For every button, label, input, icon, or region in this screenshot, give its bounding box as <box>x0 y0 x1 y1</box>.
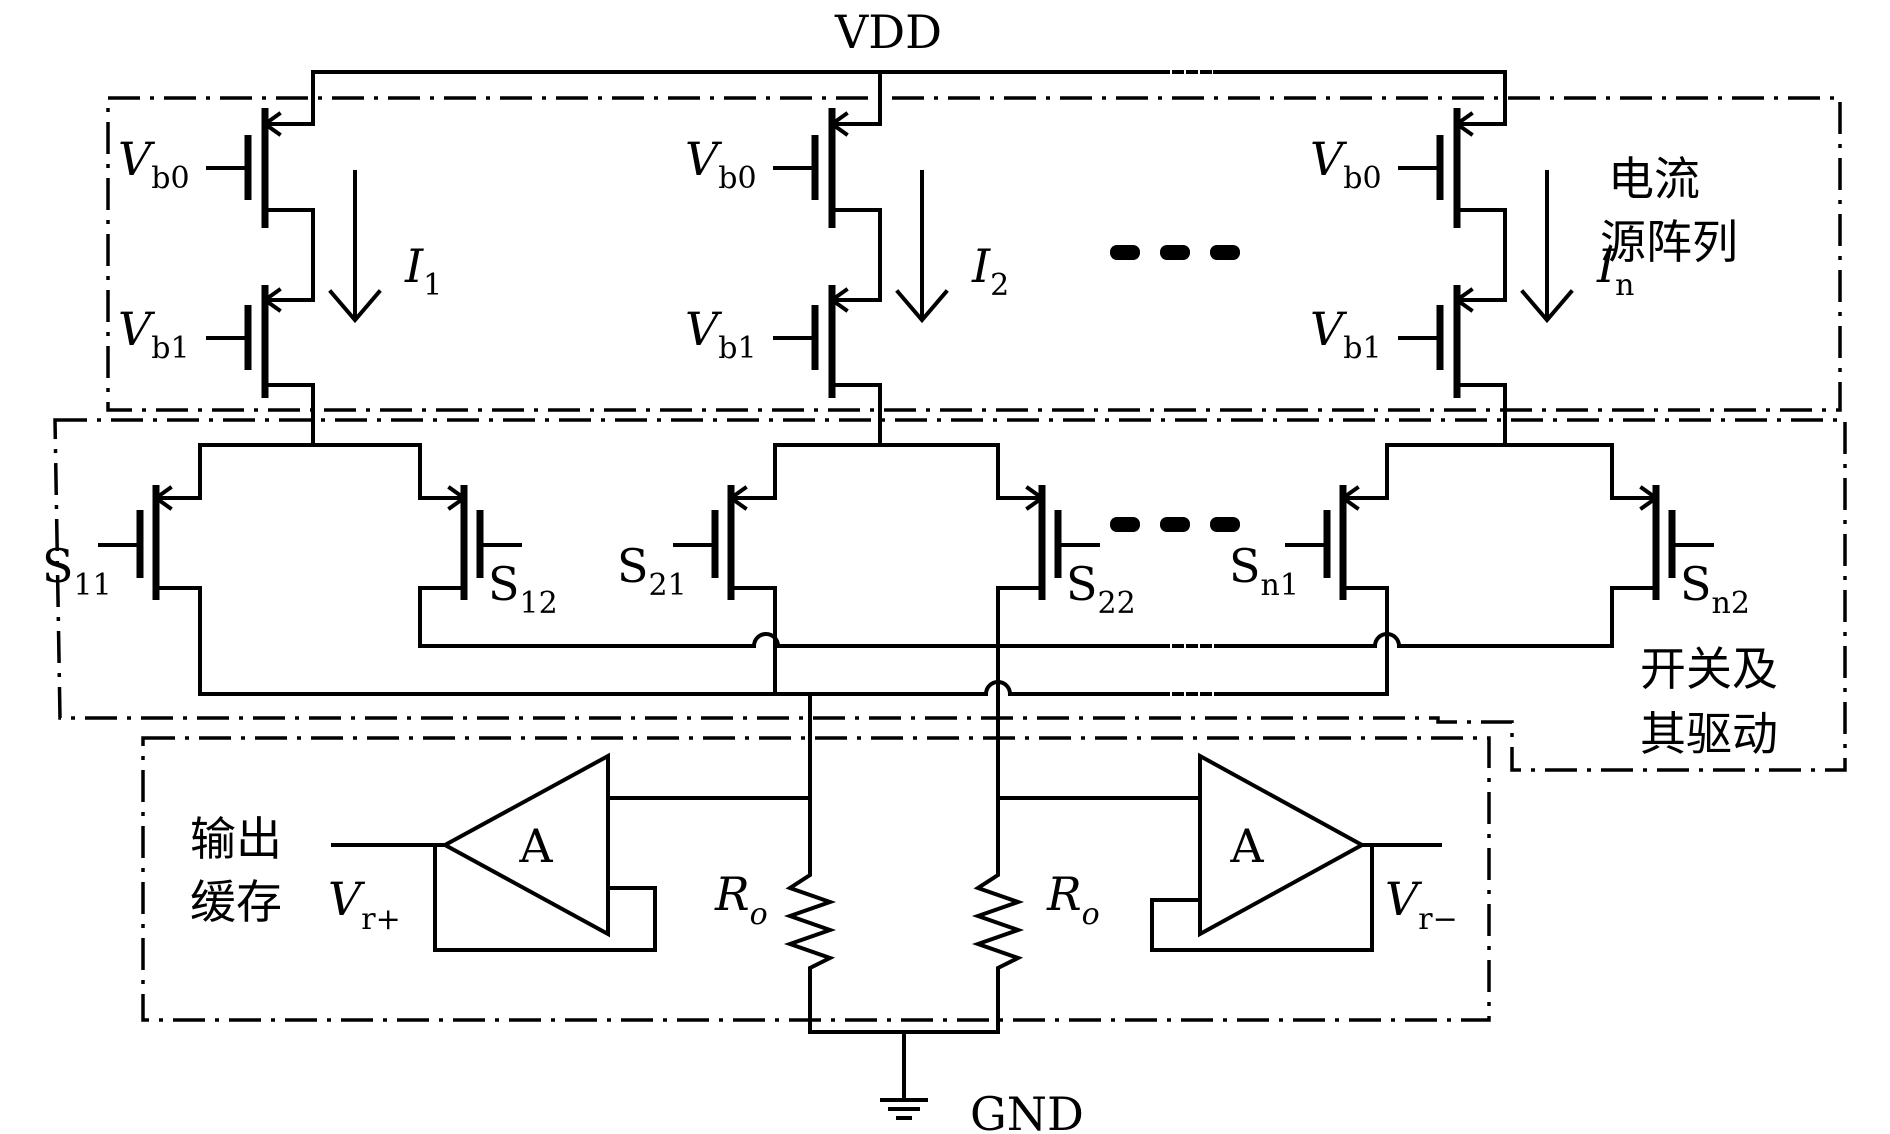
vdd-label: VDD <box>834 5 942 59</box>
switch-driver-box <box>53 418 1847 772</box>
switch-cell-1: S11 S12 <box>42 398 558 696</box>
switch-left-label-3: Sn1 <box>1229 539 1299 603</box>
vdd-rail <box>311 70 1507 126</box>
current-label-3: In <box>1596 239 1635 303</box>
output-buffer-right <box>996 752 1442 952</box>
output-buffer-label-line2: 缓存 <box>190 875 282 929</box>
vb0-label-1: Vb0 <box>118 132 190 196</box>
amplifier-right <box>1198 752 1367 938</box>
vb0-label-3: Vb0 <box>1310 132 1382 196</box>
switch-cell-2: S21 S22 <box>617 398 1136 696</box>
block-outlines <box>53 96 1847 1022</box>
block-labels: 电流 源阵列 开关及 其驱动 输出 缓存 <box>190 152 1778 929</box>
buffer-labels: A A Ro Ro Vr+ Vr− <box>328 819 1458 937</box>
vb1-label-3: Vb1 <box>1310 302 1382 366</box>
switch-right-label-3: Sn2 <box>1680 557 1750 621</box>
output-buffer-label-line1: 输出 <box>190 812 282 866</box>
vr-plus-label: Vr+ <box>328 872 401 937</box>
current-label-2: I2 <box>971 239 1009 303</box>
current-source-array-label-line1: 电流 <box>1608 152 1700 206</box>
resistor-left-label: Ro <box>714 867 768 932</box>
switch-cells: S11 S12 S21 S22 Sn1 Sn2 <box>42 398 1750 696</box>
vb1-label-1: Vb1 <box>118 302 190 366</box>
vb1-label-2: Vb1 <box>685 302 757 366</box>
resistor-right-label: Ro <box>1046 867 1100 932</box>
amp-right-label: A <box>1229 819 1264 873</box>
summing-buses <box>198 632 1614 844</box>
ellipsis-dots <box>1110 245 1240 532</box>
switch-right-label-1: S12 <box>488 557 558 621</box>
amp-left-label: A <box>518 819 553 873</box>
switch-driver-label-line1: 开关及 <box>1640 642 1778 696</box>
current-label-1: I1 <box>404 239 442 303</box>
resistor-right <box>971 840 1025 992</box>
output-buffer-left <box>331 752 812 952</box>
vr-minus-label: Vr− <box>1385 872 1458 937</box>
switch-left-label-1: S11 <box>42 539 112 603</box>
current-source-array-label-line2: 源阵列 <box>1600 215 1738 269</box>
switch-right-label-2: S22 <box>1066 557 1136 621</box>
ground-symbol <box>880 1098 928 1120</box>
switch-left-label-2: S21 <box>617 539 687 603</box>
switch-cell-3: Sn1 Sn2 <box>1229 398 1750 696</box>
load-network <box>783 840 1025 1120</box>
switch-driver-label-line2: 其驱动 <box>1640 707 1778 761</box>
amplifier-left <box>440 752 610 938</box>
current-source-array-box <box>106 96 1842 412</box>
output-buffer-box <box>141 736 1491 1022</box>
vb0-label-2: Vb0 <box>685 132 757 196</box>
gnd-label: GND <box>970 1087 1084 1134</box>
resistor-left <box>783 840 837 992</box>
